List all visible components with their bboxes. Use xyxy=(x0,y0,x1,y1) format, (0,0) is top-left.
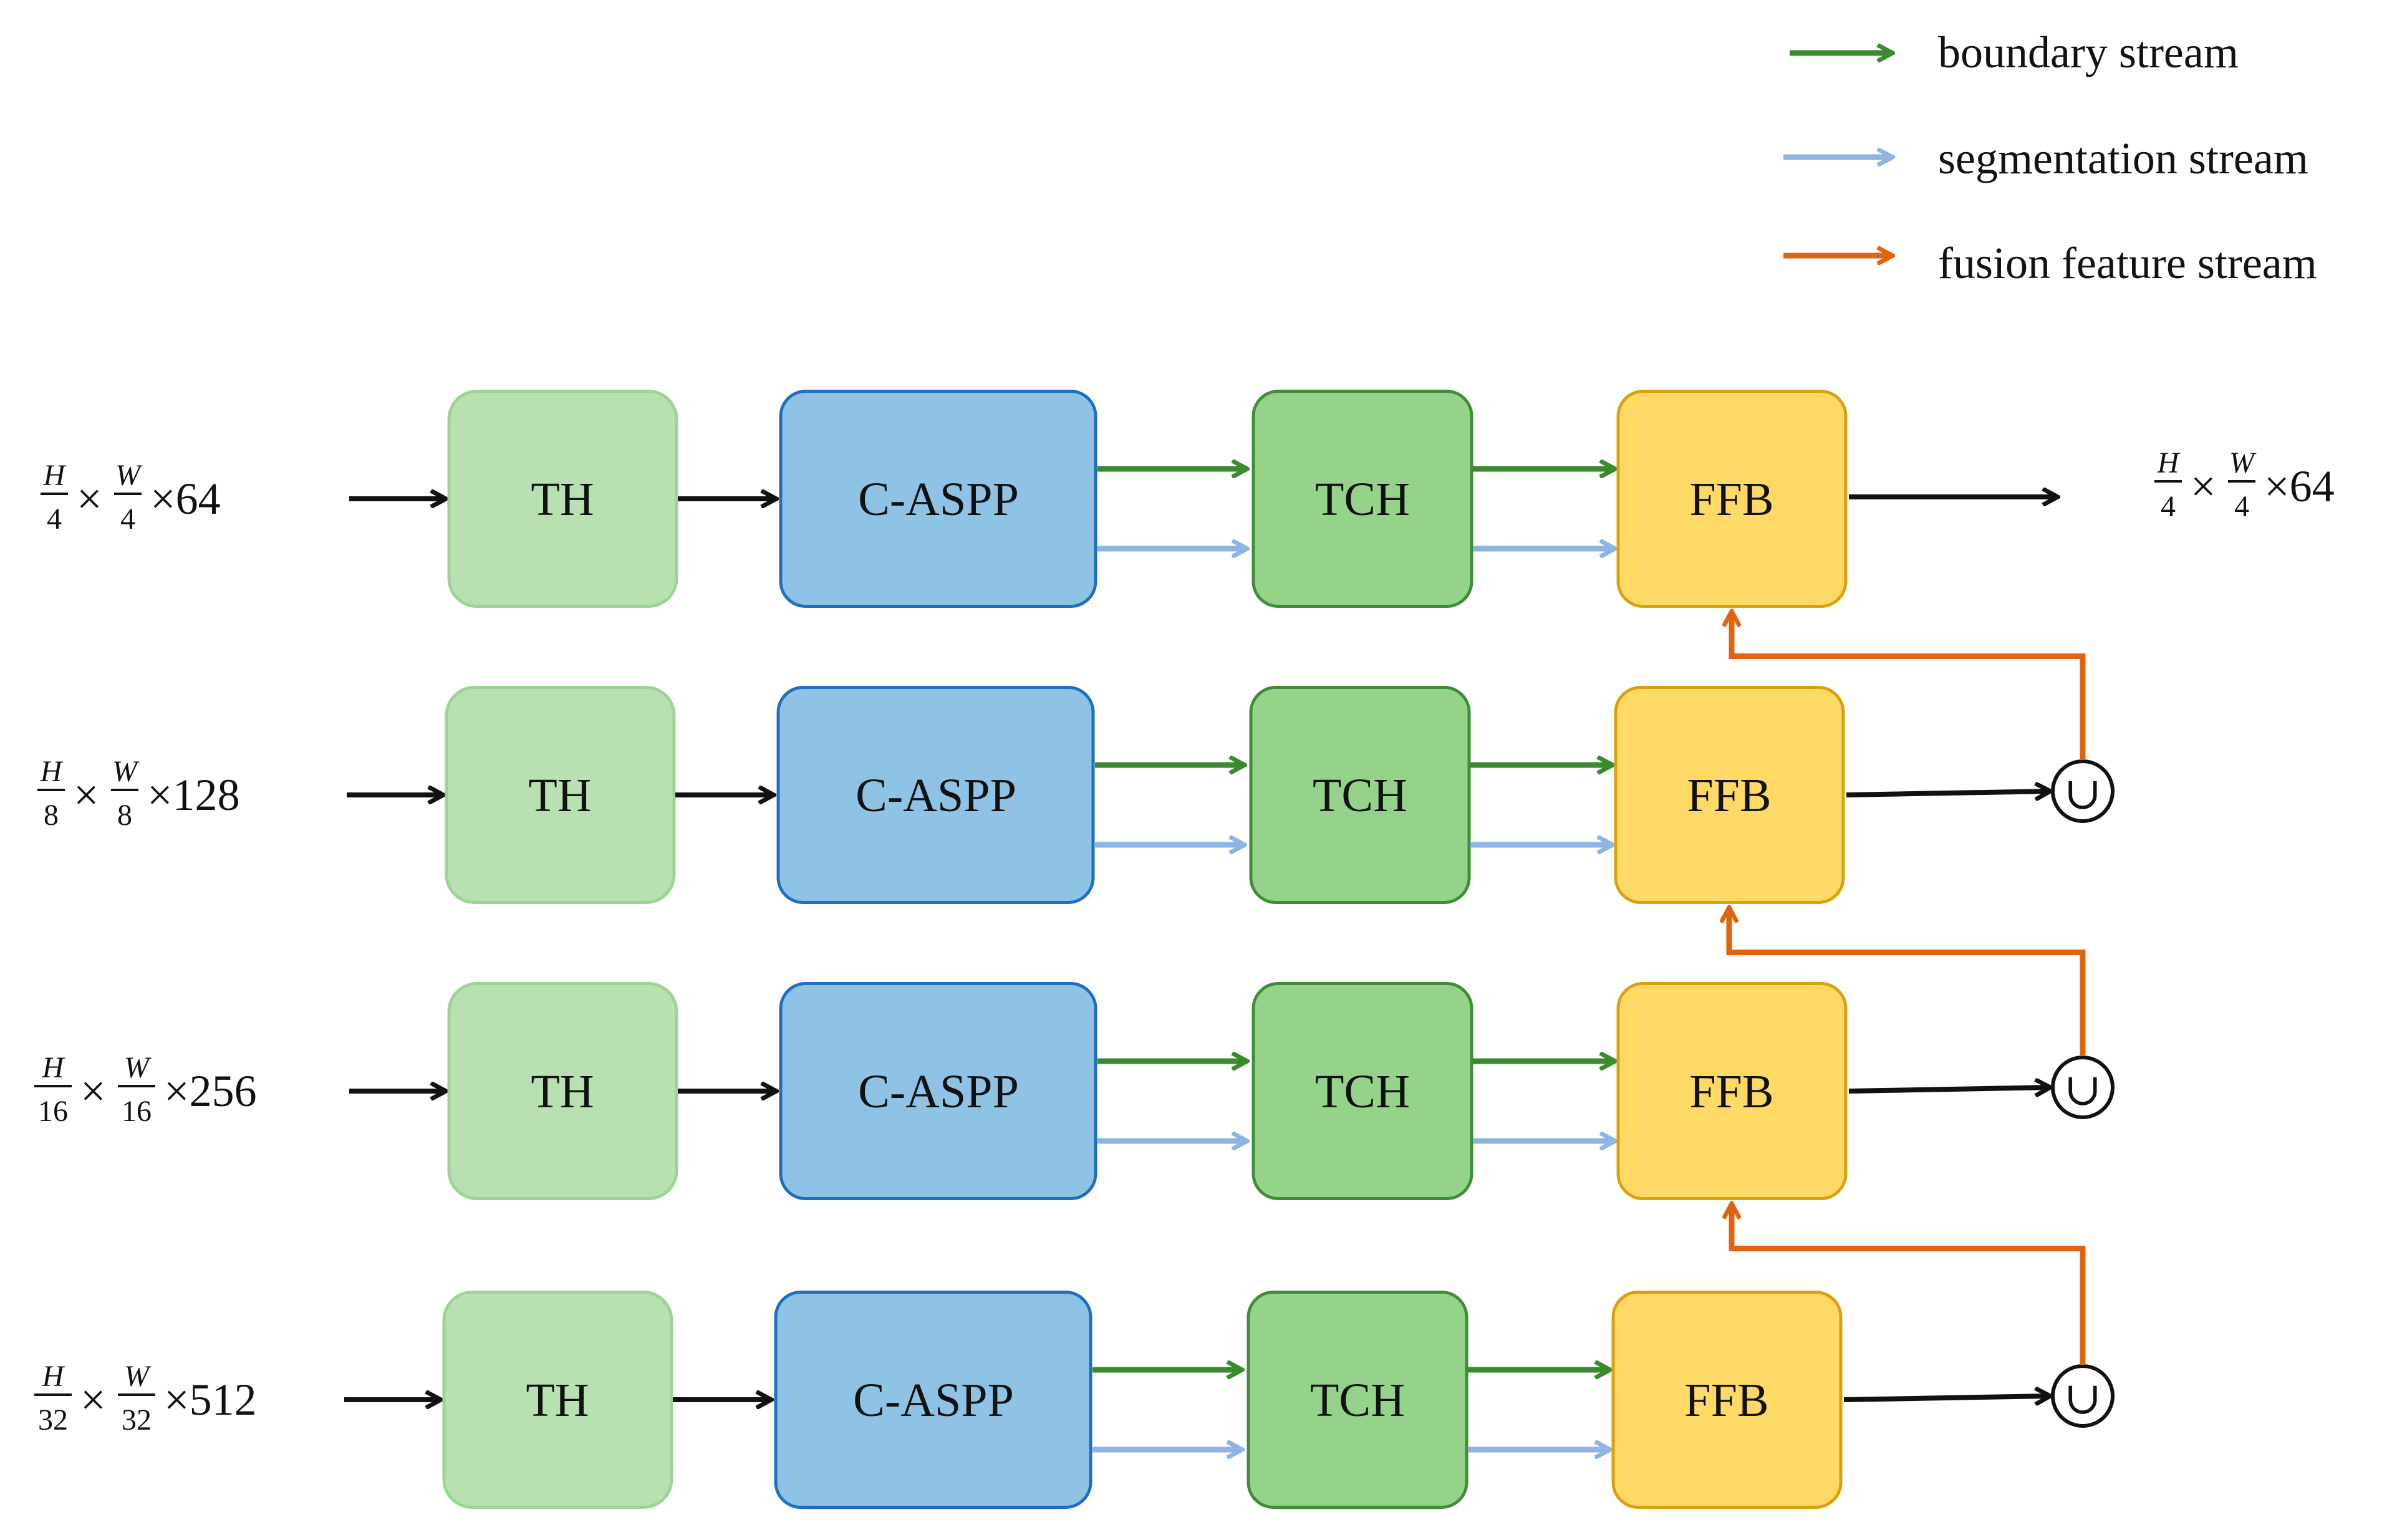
input-height-divisor: 32 xyxy=(38,1403,68,1437)
concat-node xyxy=(2051,1364,2115,1428)
input-width-divisor: 4 xyxy=(120,503,135,536)
input-width-symbol: W xyxy=(112,755,140,788)
tch-label: TCH xyxy=(1310,1374,1405,1427)
input-width-symbol: W xyxy=(124,1051,152,1084)
tch-block xyxy=(1247,1291,1468,1509)
c-aspp-block xyxy=(779,982,1097,1200)
th-block xyxy=(445,686,676,904)
input-dimension: H 32 × W 32 ×512 xyxy=(34,1360,257,1437)
input-times-sign: × xyxy=(80,1066,106,1116)
input-channels: ×256 xyxy=(164,1066,257,1116)
ffb-block xyxy=(1611,1291,1843,1509)
ffb-block xyxy=(1616,982,1848,1200)
concat-node xyxy=(2051,759,2115,823)
output-dimension: H 4 × W 4 ×64 xyxy=(2154,446,2335,523)
stage-row: H 16 × W 16 ×256 TH C-ASPP TCH FFB ∪ xyxy=(34,908,2115,1200)
tch-block xyxy=(1249,686,1471,904)
input-dimension: H 4 × W 4 ×64 xyxy=(41,459,221,536)
c-aspp-label: C-ASPP xyxy=(858,473,1019,526)
input-times-sign: × xyxy=(74,770,99,820)
tch-label: TCH xyxy=(1315,1066,1410,1118)
ffb-to-concat-arrow xyxy=(1843,1396,2050,1400)
c-aspp-block xyxy=(779,390,1097,608)
legend-fusion-label: fusion feature stream xyxy=(1938,238,2317,288)
input-height-symbol: H xyxy=(42,1051,65,1084)
c-aspp-block xyxy=(774,1291,1092,1509)
th-label: TH xyxy=(531,1066,594,1118)
fusion-stream-arrow xyxy=(1729,908,2086,1056)
output-width-divisor: 4 xyxy=(2234,490,2249,523)
output-channels: ×64 xyxy=(2264,461,2335,511)
input-width-symbol: W xyxy=(115,459,143,492)
input-height-divisor: 4 xyxy=(47,503,62,536)
input-channels: ×64 xyxy=(150,474,221,524)
ffb-to-concat-arrow xyxy=(1846,791,2050,795)
ffb-label: FFB xyxy=(1684,1374,1768,1427)
input-channels: ×128 xyxy=(147,770,240,820)
stage-row: H 4 × W 4 ×64 TH C-ASPP TCH FFB xyxy=(41,390,2058,608)
c-aspp-label: C-ASPP xyxy=(853,1374,1014,1427)
th-label: TH xyxy=(531,473,594,526)
concat-node xyxy=(2051,1056,2115,1119)
input-height-divisor: 16 xyxy=(38,1095,68,1128)
input-width-divisor: 16 xyxy=(122,1095,152,1128)
input-width-symbol: W xyxy=(124,1360,152,1393)
legend: boundary stream segmentation stream fusi… xyxy=(1783,27,2317,288)
input-height-symbol: H xyxy=(43,459,67,492)
input-width-divisor: 32 xyxy=(122,1403,152,1437)
output-width-symbol: W xyxy=(2229,446,2257,479)
output-height-divisor: 4 xyxy=(2161,490,2176,523)
tch-label: TCH xyxy=(1313,769,1407,822)
output-dimension-label: H 4 × W 4 ×64 xyxy=(2154,446,2335,523)
legend-boundary-label: boundary stream xyxy=(1938,27,2239,77)
input-dimension: H 8 × W 8 ×128 xyxy=(37,755,240,832)
ffb-block xyxy=(1616,390,1848,608)
ffb-to-concat-arrow xyxy=(1848,1087,2050,1091)
th-block xyxy=(447,390,678,608)
fusion-stream-arrow xyxy=(1732,1204,2086,1365)
th-block xyxy=(442,1291,673,1509)
input-width-divisor: 8 xyxy=(117,799,132,832)
tch-block xyxy=(1251,982,1473,1200)
ffb-label: FFB xyxy=(1687,769,1771,822)
output-height-symbol: H xyxy=(2157,446,2181,479)
c-aspp-label: C-ASPP xyxy=(858,1066,1019,1118)
tch-block xyxy=(1251,390,1473,608)
th-label: TH xyxy=(526,1374,589,1427)
c-aspp-label: C-ASPP xyxy=(856,769,1016,822)
output-times-sign: × xyxy=(2191,461,2216,511)
concat-symbol: ∪ xyxy=(2064,1374,2101,1423)
legend-segmentation-label: segmentation stream xyxy=(1938,133,2308,183)
concat-symbol: ∪ xyxy=(2064,1065,2101,1115)
input-height-symbol: H xyxy=(42,1360,65,1393)
input-height-divisor: 8 xyxy=(44,799,59,832)
concat-symbol: ∪ xyxy=(2064,769,2101,819)
stage-row: H 8 × W 8 ×128 TH C-ASPP TCH FFB ∪ xyxy=(37,612,2115,904)
fusion-stream-arrow xyxy=(1732,612,2086,760)
stage-row: H 32 × W 32 ×512 TH C-ASPP TCH FFB ∪ xyxy=(34,1204,2115,1509)
c-aspp-block xyxy=(776,686,1095,904)
th-block xyxy=(447,982,678,1200)
input-times-sign: × xyxy=(80,1375,106,1425)
ffb-label: FFB xyxy=(1689,473,1773,526)
input-channels: ×512 xyxy=(164,1375,257,1425)
th-label: TH xyxy=(528,769,591,822)
tch-label: TCH xyxy=(1315,473,1410,526)
ffb-block xyxy=(1614,686,1845,904)
input-height-symbol: H xyxy=(40,755,64,788)
ffb-label: FFB xyxy=(1689,1066,1773,1118)
input-times-sign: × xyxy=(77,474,102,524)
input-dimension: H 16 × W 16 ×256 xyxy=(34,1051,257,1128)
